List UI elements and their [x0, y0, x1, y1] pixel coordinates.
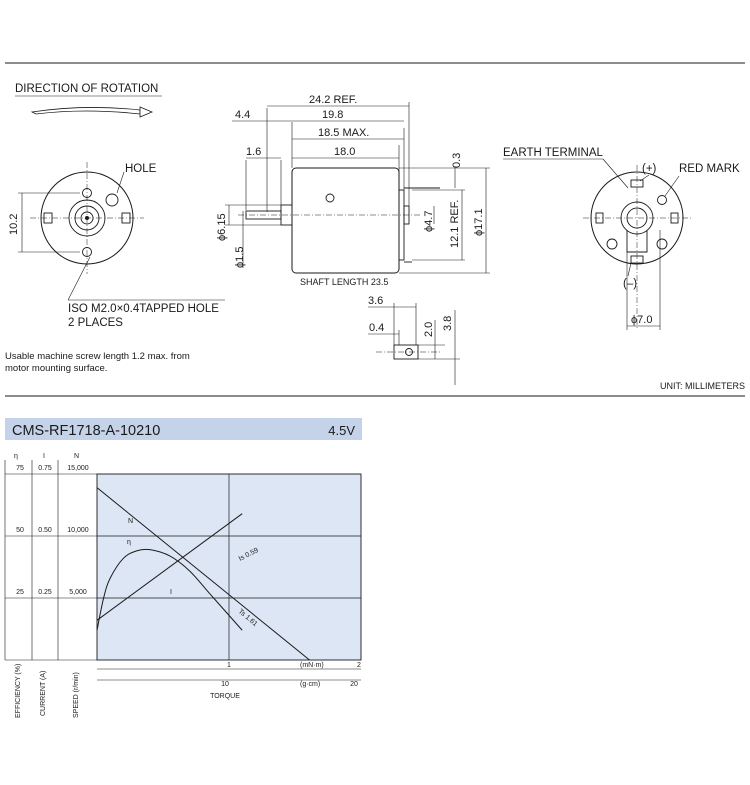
curve-label-i: I [170, 589, 172, 596]
rear-view: EARTH TERMINAL (+) RED MARK (–) ϕ7.0 [503, 147, 740, 330]
dim-18-5: 18.5 MAX. [318, 127, 369, 139]
torque-mnm-tick: 1 [227, 662, 231, 669]
dim-0-3: 0.3 [451, 153, 463, 168]
terminal-detail: 3.6 0.4 2.0 3.8 [368, 295, 460, 385]
header-n: N [74, 453, 79, 460]
dim-phi-1-5: ϕ1.5 [234, 247, 246, 268]
plus-mark: (+) [642, 163, 657, 175]
shaft-length: SHAFT LENGTH 23.5 [300, 277, 388, 287]
dim-12-1: 12.1 REF. [449, 200, 461, 248]
model-bar [5, 418, 362, 440]
minus-mark: (–) [623, 278, 637, 290]
cur-tick: 0.75 [38, 465, 52, 472]
axis-label-current: CURRENT (A) [40, 671, 47, 716]
dim-2-0: 2.0 [423, 322, 435, 337]
screw-note-line1: Usable machine screw length 1.2 max. fro… [5, 351, 190, 362]
chart-curves [96, 487, 310, 661]
rotation-arrowhead-icon [139, 106, 154, 118]
motor-body [291, 167, 400, 274]
spd-tick: 5,000 [69, 589, 87, 596]
torque-gcm-tick: 10 [221, 681, 229, 688]
spd-tick: 15,000 [67, 465, 89, 472]
dim-3-8: 3.8 [442, 316, 454, 331]
axis-label-efficiency: EFFICIENCY (%) [15, 664, 22, 718]
tapped-hole-top [82, 188, 92, 198]
unit-note: UNIT: MILLIMETERS [660, 381, 745, 391]
dim-4-4: 4.4 [235, 109, 250, 121]
cur-tick: 0.25 [38, 589, 52, 596]
torque-gcm-unit: (g·cm) [300, 681, 320, 688]
tapped-hole-places: 2 PLACES [68, 317, 123, 329]
dim-phi-6-15: ϕ6.15 [216, 213, 228, 241]
axis-label-speed: SPEED (r/min) [73, 672, 80, 718]
header-i: I [43, 453, 45, 460]
x-axis-label: TORQUE [210, 693, 240, 700]
dim-0-4: 0.4 [369, 322, 384, 334]
torque-mnm-tick: 2 [357, 662, 361, 669]
cur-tick: 0.50 [38, 527, 52, 534]
eff-tick: 75 [16, 465, 24, 472]
earth-terminal-label: EARTH TERMINAL [503, 147, 604, 159]
performance-chart: η I N 75 50 25 0.75 0.50 0.25 15,000 10,… [4, 453, 362, 718]
eff-tick: 50 [16, 527, 24, 534]
front-view: 10.2 HOLE ISO M2.0×0.4TAPPED HOLE 2 PLAC… [8, 162, 225, 329]
vent-hole [105, 193, 119, 207]
dim-19-8: 19.8 [322, 109, 343, 121]
dim-3-6: 3.6 [368, 295, 383, 307]
model-title: CMS-RF1718-A-10210 [12, 423, 160, 439]
torque-gcm-tick: 20 [350, 681, 358, 688]
red-mark-label: RED MARK [679, 163, 740, 175]
terminal-plus [630, 179, 644, 188]
dim-phi-7-0: ϕ7.0 [631, 314, 652, 326]
direction-of-rotation: DIRECTION OF ROTATION [15, 83, 162, 118]
dim-1-6: 1.6 [246, 146, 261, 158]
hole-label: HOLE [125, 163, 157, 175]
speed-curve [96, 487, 310, 661]
efficiency-curve [96, 548, 243, 631]
curve-label-eta: η [127, 539, 131, 546]
side-view: 24.2 REF. 4.4 19.8 18.5 MAX. 1.6 18.0 ϕ6… [216, 94, 490, 287]
dim-phi-17-1: ϕ17.1 [473, 208, 485, 236]
rotation-arrow-icon [30, 107, 141, 115]
dim-10-2: 10.2 [8, 214, 20, 235]
chart-grid [97, 474, 361, 660]
direction-title: DIRECTION OF ROTATION [15, 83, 158, 95]
screw-note-line2: motor mounting surface. [5, 363, 107, 374]
tapped-hole-label: ISO M2.0×0.4TAPPED HOLE [68, 303, 219, 315]
current-curve [96, 513, 243, 621]
model-voltage: 4.5V [328, 423, 355, 438]
red-mark-dot [657, 195, 667, 205]
spd-tick: 10,000 [67, 527, 89, 534]
tapped-hole-bottom [82, 247, 92, 257]
dim-phi-4-7: ϕ4.7 [423, 211, 435, 232]
dim-18-0: 18.0 [334, 146, 355, 158]
torque-mnm-unit: (mN·m) [300, 662, 324, 669]
terminal-minus [630, 255, 644, 264]
eff-tick: 25 [16, 589, 24, 596]
dim-24-2: 24.2 REF. [309, 94, 357, 106]
header-eta: η [14, 453, 18, 460]
curve-label-n: N [128, 518, 133, 525]
